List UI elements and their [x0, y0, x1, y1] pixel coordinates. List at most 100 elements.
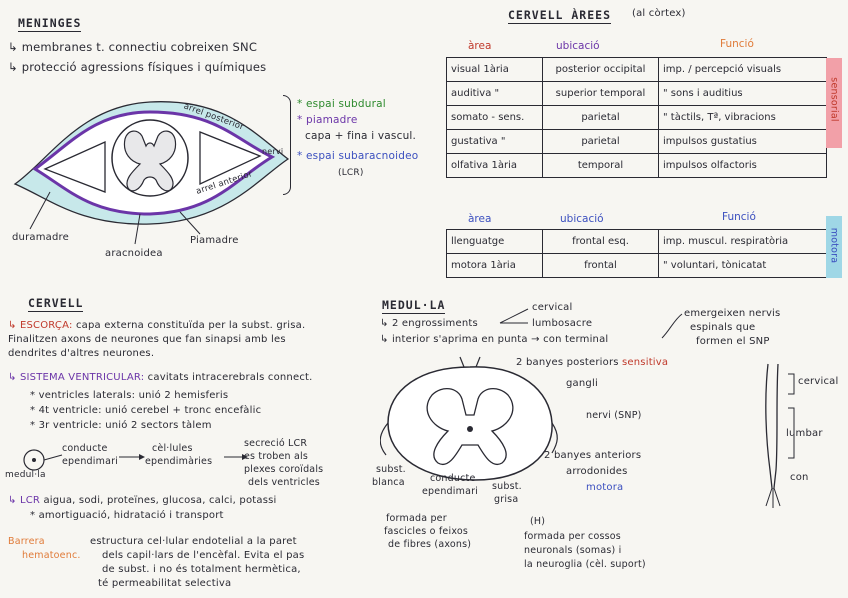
- secrecio-4: dels ventricles: [248, 477, 320, 488]
- hdr-area: àrea: [468, 40, 491, 52]
- label-piamadre: Piamadre: [190, 235, 239, 246]
- gangli-label: gangli: [566, 378, 598, 389]
- ependimari-diagram: [14, 445, 274, 495]
- label-aracnoidea: aracnoidea: [105, 248, 163, 259]
- emergeixen-2: espinals que: [690, 322, 755, 333]
- meninges-line-1: ↳ membranes t. connectiu cobreixen SNC: [8, 40, 257, 54]
- escorca-text-3: dendrites d'altres neurones.: [8, 348, 154, 359]
- dura-pointer: [30, 192, 50, 229]
- sensorial-cell: somato - sens.: [447, 106, 543, 130]
- sensorial-cell: " tàctils, Tª, vibracions: [659, 106, 827, 130]
- sensorial-cell: impulsos gustatius: [659, 130, 827, 154]
- conducte-med-1: conducte: [430, 473, 476, 484]
- sensitiva-label: sensitiva: [622, 357, 668, 368]
- subst-grisa-1: subst.: [492, 481, 522, 492]
- sensorial-cell: " sons i auditius: [659, 82, 827, 106]
- secrecio-1: secreció LCR: [244, 438, 307, 449]
- motora-label: motora: [586, 482, 623, 493]
- sketch-con: con: [790, 472, 809, 483]
- sensorial-cell: auditiva ": [447, 82, 543, 106]
- banyes-posteriors: 2 banyes posteriors: [516, 357, 619, 368]
- medulla-cross-section: [380, 355, 560, 490]
- ependimaries-label: ependimàries: [145, 456, 212, 467]
- escorca-label: ↳ ESCORÇA:: [8, 320, 73, 331]
- label-nervi: nervi: [262, 147, 283, 156]
- medulla-cervical: cervical: [532, 302, 572, 313]
- formada-g-1: formada per cossos: [524, 531, 621, 542]
- subst-grisa-2: grisa: [494, 494, 518, 505]
- hdr-funcio: Funció: [720, 38, 754, 50]
- legend-brace: [283, 95, 291, 195]
- sv-item-1: * ventricles laterals: unió 2 hemisferis: [30, 390, 228, 401]
- sensorial-cell: parietal: [543, 130, 659, 154]
- escorca-text-2: Finalitzen axons de neurones que fan sin…: [8, 334, 286, 345]
- barrera-text-3: de subst. i no és totalment hermètica,: [102, 564, 301, 575]
- nervi-snp-label: nervi (SNP): [586, 410, 642, 421]
- barrera-label-1: Barrera: [8, 536, 45, 547]
- conducte-med-2: ependimari: [422, 486, 478, 497]
- motora-tab-label: motora: [829, 216, 840, 276]
- sensorial-tab-label: sensorial: [829, 60, 840, 140]
- sensorial-cell: gustativa ": [447, 130, 543, 154]
- sensorial-cell: olfativa 1ària: [447, 154, 543, 178]
- meninges-title: MENINGES: [18, 16, 81, 32]
- hdr-ubicacio: ubicació: [556, 40, 600, 52]
- sensorial-row: somato - sens.parietal" tàctils, Tª, vib…: [447, 106, 827, 130]
- ependimari-label: ependimari: [62, 456, 118, 467]
- emerge-arrow: [660, 310, 684, 340]
- lcr-label: ↳ LCR: [8, 495, 40, 506]
- sensorial-cell: posterior occipital: [543, 58, 659, 82]
- barrera-text-4: té permeabilitat selectiva: [98, 578, 231, 589]
- medulla-lumbosacre: lumbosacre: [532, 318, 592, 329]
- sensorial-row: auditiva "superior temporal" sons i audi…: [447, 82, 827, 106]
- legend-subaracnoideo: * espai subaracnoideo: [297, 150, 418, 162]
- sv-item-3: * 3r ventricle: unió 2 sectors tàlem: [30, 420, 212, 431]
- areas-title: CERVELL ÀREES: [508, 8, 611, 24]
- barrera-label-2: hematoenc.: [22, 550, 81, 561]
- subst-blanca-1: subst.: [376, 464, 406, 475]
- formada-2: fascicles o feixos: [384, 526, 468, 537]
- sensorial-cell: temporal: [543, 154, 659, 178]
- escorca-block: ↳ ESCORÇA: capa externa constituïda per …: [8, 320, 305, 331]
- lcr-text: aigua, sodi, proteïnes, glucosa, calci, …: [43, 495, 276, 506]
- motora-cell: " voluntari, tònicatat: [659, 254, 827, 278]
- formada-3: de fibres (axons): [388, 539, 471, 550]
- barrera-text-1: estructura cel·lular endotelial a la par…: [90, 536, 297, 547]
- banyes-anteriors-2: arrodonides: [566, 466, 628, 477]
- sensorial-cell: impulsos olfactoris: [659, 154, 827, 178]
- motora-cell: frontal: [543, 254, 659, 278]
- motora-cell: imp. muscul. respiratòria: [659, 230, 827, 254]
- legend-capa: capa + fina i vascul.: [305, 130, 416, 142]
- legend-lcr: (LCR): [338, 168, 364, 178]
- banyes-anteriors-1: 2 banyes anteriors: [544, 450, 641, 461]
- hdr-ubicacio-motora: ubicació: [560, 213, 604, 225]
- sketch-cervical: cervical: [798, 376, 838, 387]
- emergeixen-3: formen el SNP: [696, 336, 770, 347]
- motora-cell: llenguatge: [447, 230, 543, 254]
- medulla-title: MEDUL·LA: [382, 298, 445, 314]
- sensorial-cell: superior temporal: [543, 82, 659, 106]
- hdr-funcio-motora: Funció: [722, 211, 756, 223]
- legend-subdural: * espai subdural: [297, 98, 386, 110]
- sv-text: cavitats intracerebrals connect.: [148, 372, 313, 383]
- formada-g-2: neuronals (somas) i: [524, 545, 622, 556]
- sensorial-row: visual 1àriaposterior occipitalimp. / pe…: [447, 58, 827, 82]
- cervell-title: CERVELL: [28, 296, 83, 312]
- lcr-block: ↳ LCR aigua, sodi, proteïnes, glucosa, c…: [8, 495, 277, 506]
- sv-item-2: * 4t ventricle: unió cerebel + tronc enc…: [30, 405, 261, 416]
- formada-1: formada per: [386, 513, 447, 524]
- formada-g-3: la neuroglia (cèl. suport): [524, 559, 646, 570]
- split-arrow: [498, 303, 532, 329]
- sketch-lumbar: lumbar: [786, 428, 823, 439]
- label-duramadre: duramadre: [12, 232, 69, 243]
- barrera-text-2: dels capil·lars de l'encèfal. Evita el p…: [102, 550, 304, 561]
- sv-label: ↳ SISTEMA VENTRICULAR:: [8, 372, 144, 383]
- meninges-line-2: ↳ protecció agressions físiques i químiq…: [8, 60, 266, 74]
- legend-piamadre: * piamadre: [297, 114, 357, 126]
- escorca-text-1: capa externa constituïda per la subst. g…: [76, 320, 305, 331]
